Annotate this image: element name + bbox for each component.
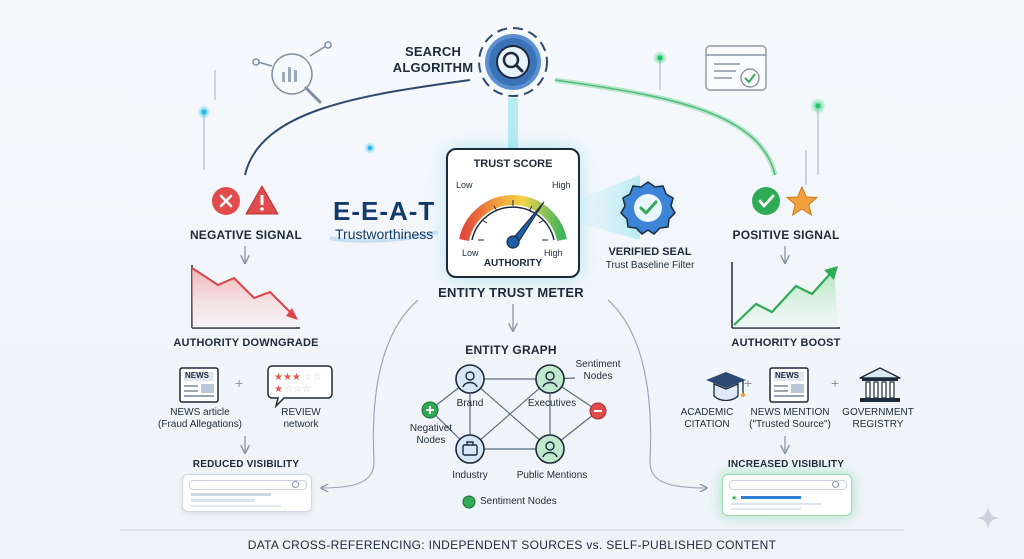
newspaper-icon bbox=[179, 367, 219, 403]
review-bubble-icon: ★★★ ☆☆ ☆☆☆ ★ bbox=[267, 365, 333, 409]
verified-seal-title: VERIFIED SEAL bbox=[608, 246, 692, 258]
news-article-label: NEWS article (Fraud Allegations) bbox=[158, 407, 242, 431]
review-line2: network bbox=[283, 419, 319, 430]
authority-boost-label: AUTHORITY BOOST bbox=[731, 337, 841, 349]
newspaper-icon-right bbox=[769, 367, 809, 403]
svg-text:+: + bbox=[831, 375, 839, 391]
sentiment-line2: Nodes bbox=[583, 371, 613, 382]
plus-icon bbox=[421, 401, 439, 419]
right-arc bbox=[554, 77, 778, 176]
legend-label: Sentiment Nodes bbox=[480, 496, 557, 507]
gauge-low-bottom: Low bbox=[462, 248, 479, 258]
news-mention-label: NEWS MENTION ("Trusted Source") bbox=[749, 407, 831, 431]
negative-signal-label: NEGATIVE SIGNAL bbox=[189, 228, 303, 242]
legend-node-icon bbox=[462, 495, 476, 509]
academic-citation-label: ACADEMIC CITATION bbox=[681, 407, 734, 431]
eeat-acronym: E-E-A-T bbox=[333, 196, 436, 226]
news-article-line2: (Fraud Allegations) bbox=[158, 419, 242, 430]
executives-node bbox=[535, 364, 565, 394]
search-icon bbox=[292, 481, 299, 488]
gauge-low-top: Low bbox=[456, 180, 473, 190]
news-badge-right: NEWS bbox=[775, 371, 799, 380]
negative-nodes-line1: Negativet bbox=[409, 423, 453, 434]
reduced-visibility-label: REDUCED VISIBILITY bbox=[192, 459, 300, 470]
entity-trust-meter-caption: ENTITY TRUST METER bbox=[438, 285, 584, 300]
center-beam bbox=[508, 98, 518, 150]
warning-icon bbox=[245, 185, 279, 215]
svg-text:+: + bbox=[744, 375, 752, 391]
gov-line2: REGISTRY bbox=[852, 419, 904, 430]
svg-text:★★★: ★★★ bbox=[274, 372, 301, 383]
search-algorithm-line1: SEARCH bbox=[404, 44, 462, 59]
left-arc bbox=[244, 79, 471, 176]
star-icon bbox=[785, 185, 819, 217]
graph-edges bbox=[429, 377, 599, 450]
news-mention-line1: NEWS MENTION bbox=[750, 407, 830, 418]
gauge-graphic bbox=[459, 194, 567, 249]
industry-node bbox=[455, 434, 485, 464]
brand-label: Brand bbox=[456, 398, 484, 409]
boost-chart bbox=[731, 262, 840, 329]
search-algorithm-label: SEARCH ALGORITHM bbox=[393, 44, 474, 76]
news-article-line1: NEWS article bbox=[170, 407, 230, 418]
check-icon bbox=[752, 187, 780, 215]
news-mention-line2: ("Trusted Source") bbox=[749, 419, 831, 430]
academic-line1: ACADEMIC bbox=[680, 407, 734, 418]
increased-visibility-label: INCREASED VISIBILITY bbox=[727, 459, 845, 470]
news-badge-left: NEWS bbox=[185, 371, 209, 380]
increased-visibility-search-card: ★ bbox=[722, 474, 852, 516]
gauge-authority-label: AUTHORITY bbox=[483, 258, 543, 269]
sentiment-nodes-label: Sentiment Nodes bbox=[575, 359, 620, 383]
search-bar bbox=[189, 480, 307, 490]
svg-text:+: + bbox=[235, 375, 243, 391]
verified-badge-icon bbox=[618, 178, 678, 238]
graduation-cap-icon bbox=[706, 372, 746, 402]
public-mentions-node bbox=[535, 434, 565, 464]
trust-score-title: TRUST SCORE bbox=[473, 158, 553, 170]
government-registry-label: GOVERNMENT REGISTRY bbox=[842, 407, 914, 431]
trust-score-card: TRUST SCORE Low High Low High AUTHORITY bbox=[446, 148, 580, 278]
government-building-icon bbox=[859, 367, 901, 402]
executives-label: Executives bbox=[527, 398, 577, 409]
downgrade-chart bbox=[191, 265, 300, 329]
entity-graph-title: ENTITY GRAPH bbox=[465, 343, 557, 357]
browser-check-icon bbox=[705, 45, 767, 91]
svg-text:☆☆: ☆☆ bbox=[304, 372, 322, 383]
error-x-icon bbox=[212, 187, 240, 215]
reduced-visibility-search-card bbox=[182, 474, 312, 512]
negative-nodes-line2: Nodes bbox=[416, 435, 446, 446]
gear-icon bbox=[478, 27, 548, 97]
brand-node bbox=[455, 364, 485, 394]
svg-text:☆☆☆: ☆☆☆ bbox=[284, 384, 311, 395]
result-star-icon: ★ bbox=[731, 494, 738, 502]
eeat-subtitle: Trustworthiness bbox=[335, 226, 434, 242]
chart-search-icon bbox=[252, 41, 332, 104]
footer-caption: DATA CROSS-REFERENCING: INDEPENDENT SOUR… bbox=[247, 538, 777, 552]
negative-nodes-label: Negativet Nodes bbox=[410, 423, 452, 447]
review-line1: REVIEW bbox=[281, 407, 321, 418]
sparkle-icon bbox=[976, 506, 1000, 530]
search-bar-right bbox=[729, 480, 847, 490]
glow-dots bbox=[197, 51, 826, 185]
gauge-high-bottom: High bbox=[544, 248, 563, 258]
authority-downgrade-label: AUTHORITY DOWNGRADE bbox=[173, 337, 319, 349]
minus-icon bbox=[589, 402, 607, 420]
sentiment-line1: Sentiment bbox=[575, 359, 621, 370]
svg-text:★: ★ bbox=[274, 384, 283, 395]
industry-label: Industry bbox=[452, 470, 488, 481]
search-icon-right bbox=[832, 481, 839, 488]
verified-seal-subtitle: Trust Baseline Filter bbox=[605, 260, 695, 271]
public-mentions-label: Public Mentions bbox=[516, 470, 588, 481]
search-algorithm-line2: ALGORITHM bbox=[392, 60, 474, 75]
positive-signal-label: POSITIVE SIGNAL bbox=[732, 228, 840, 242]
academic-line2: CITATION bbox=[684, 419, 730, 430]
gov-line1: GOVERNMENT bbox=[842, 407, 914, 418]
review-network-label: REVIEW network bbox=[281, 407, 320, 431]
gauge-high-top: High bbox=[552, 180, 571, 190]
